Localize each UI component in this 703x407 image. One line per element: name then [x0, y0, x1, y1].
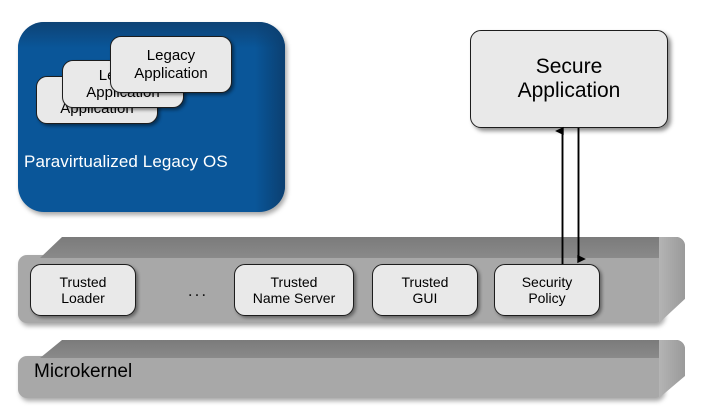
microkernel-slab [18, 340, 685, 398]
services-ellipsis: ... [187, 281, 209, 300]
microkernel-label: Microkernel [34, 361, 133, 382]
trusted-services-slab-top [40, 237, 685, 258]
vm-right-shading [255, 22, 285, 212]
microkernel-slab-side [659, 340, 685, 398]
microkernel-slab-top [40, 340, 685, 358]
microkernel-slab-face [18, 356, 663, 398]
trusted-services-slab-side [659, 237, 685, 323]
paravirtualized-legacy-os-label: Paravirtualized Legacy OS [24, 152, 228, 171]
